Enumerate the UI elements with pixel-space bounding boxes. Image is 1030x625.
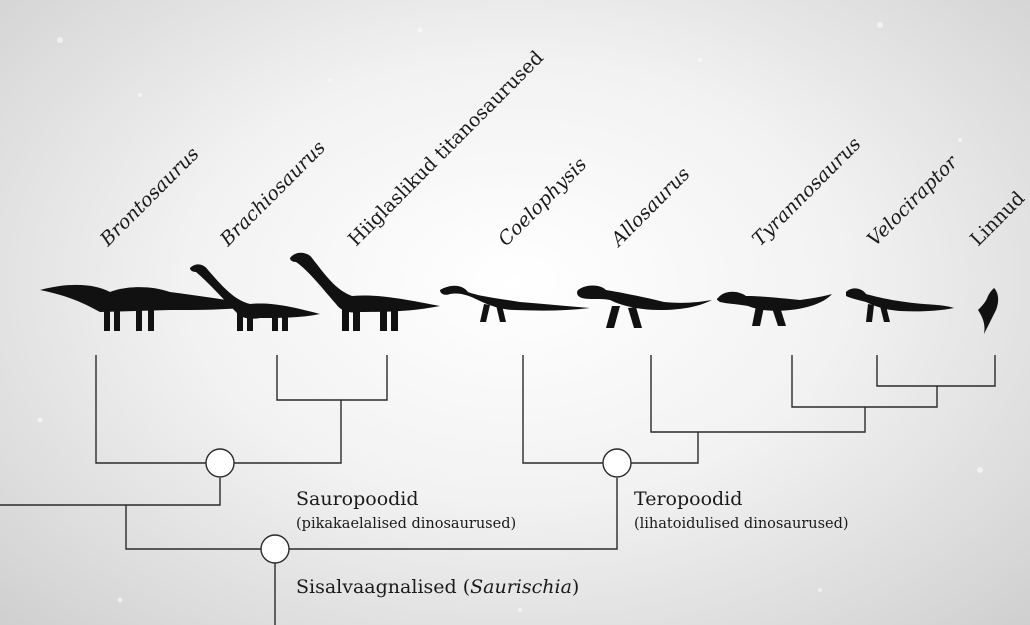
label-brachiosaurus: Brachiosaurus bbox=[215, 136, 330, 251]
label-velociraptor: Velociraptor bbox=[863, 150, 963, 250]
tyrannosaurus-silhouette bbox=[717, 292, 832, 326]
titanosaur-silhouette bbox=[290, 253, 440, 331]
theropod-subtitle: (lihatoidulised dinosaurused) bbox=[634, 516, 849, 532]
sauropod-subtitle: (pikakaelalised dinosaurused) bbox=[296, 516, 516, 532]
bird-silhouette bbox=[978, 288, 998, 334]
silhouettes bbox=[40, 253, 998, 334]
theropod-node bbox=[603, 449, 631, 477]
sauropod-label: Sauropoodid bbox=[296, 488, 419, 510]
sauropod-node bbox=[206, 449, 234, 477]
clade-labels: Sauropoodid (pikakaelalised dinosaurused… bbox=[296, 488, 849, 598]
saurischia-node bbox=[261, 535, 289, 563]
label-birds: Linnud bbox=[966, 187, 1029, 250]
saurischia-label: Sisalvaagnalised (Saurischia) bbox=[296, 576, 579, 598]
taxon-labels: Brontosaurus Brachiosaurus Hiiglaslikud … bbox=[95, 47, 1029, 252]
velociraptor-silhouette bbox=[846, 288, 954, 322]
label-coelophysis: Coelophysis bbox=[494, 153, 591, 250]
label-brontosaurus: Brontosaurus bbox=[95, 143, 203, 251]
label-allosaurus: Allosaurus bbox=[606, 163, 695, 252]
label-tyrannosaurus: Tyrannosaurus bbox=[748, 133, 866, 251]
allosaurus-silhouette bbox=[577, 286, 712, 329]
coelophysis-silhouette bbox=[440, 286, 590, 322]
theropod-label: Teropoodid bbox=[634, 488, 742, 510]
